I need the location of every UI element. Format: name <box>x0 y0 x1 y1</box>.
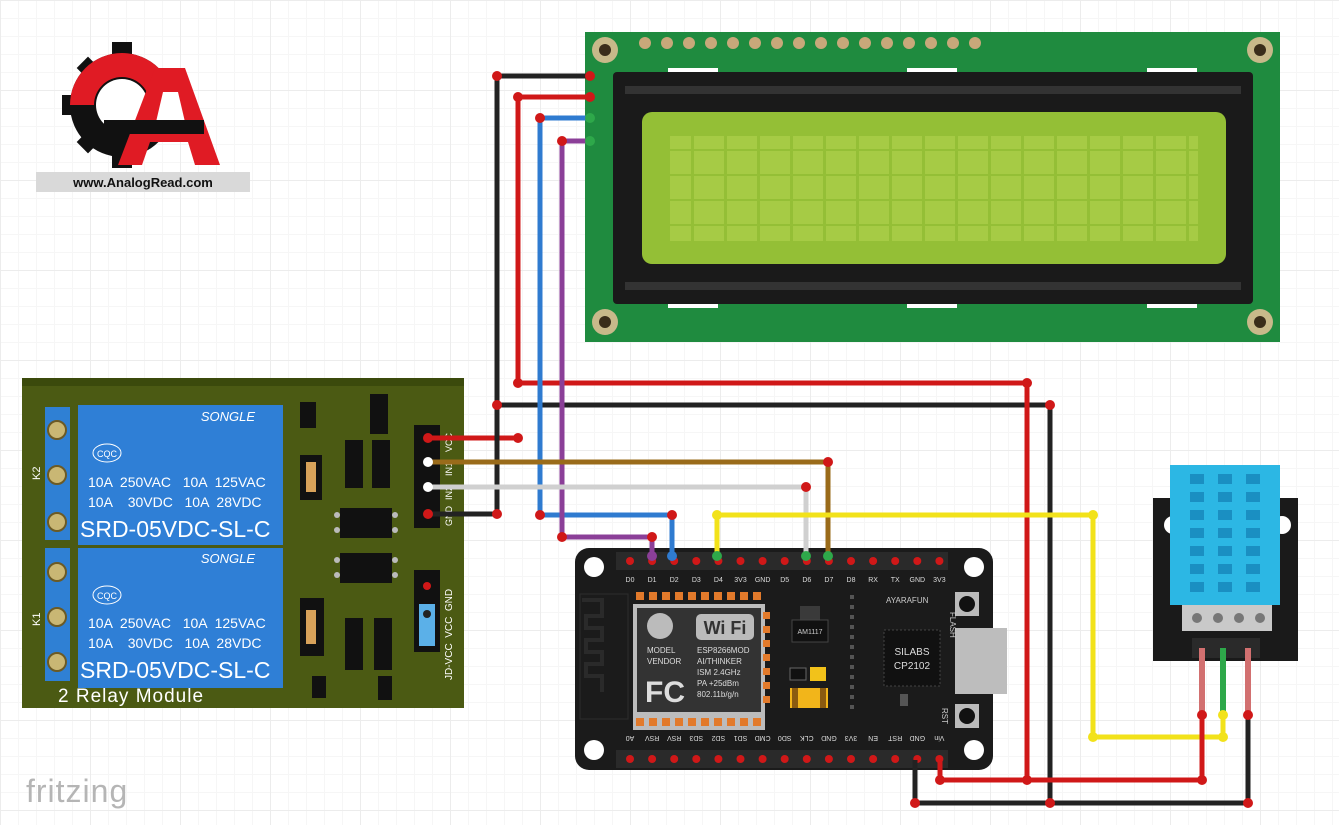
relay-pin-in1: IN1 <box>444 462 454 476</box>
nodemcu-bottom-pin-label: RSV <box>667 734 682 741</box>
nodemcu-top-pin-label: TX <box>891 577 900 584</box>
flash-button-label: FLASH <box>948 612 957 638</box>
nodemcu-top-pin-label: D2 <box>670 577 679 584</box>
nodemcu-bottom-pin <box>714 755 723 763</box>
relay-module: K2 K1 SONGLE CQC 10A 250VAC 10A 125VAC 1… <box>22 378 464 708</box>
relay2-rating-1: 10A 250VAC 10A 125VAC <box>88 474 266 490</box>
nodemcu-bottom-pin <box>626 755 634 763</box>
wire-relay-in2 <box>428 484 809 556</box>
nodemcu-top-pin <box>780 557 789 565</box>
fcc-logo: FC <box>645 676 685 709</box>
esp-wifi-std: 802.11b/g/n <box>697 690 739 699</box>
esp-pa: PA +25dBm <box>697 679 739 688</box>
analogread-logo: www.AnalogRead.com <box>36 42 250 192</box>
nodemcu-bottom-pin-label: RSV <box>645 734 660 741</box>
relay2-cert: CQC <box>97 449 118 459</box>
nodemcu-bottom-pin-label: GND <box>910 734 926 741</box>
esp-ism: ISM 2.4GHz <box>697 668 741 677</box>
relay-pin-in2: IN2 <box>444 486 454 500</box>
nodemcu-bottom-pin-label: SD1 <box>734 734 748 741</box>
nodemcu-bottom-pin <box>648 755 657 763</box>
nodemcu-top-pin <box>913 557 922 565</box>
relay2-model: SRD-05VDC-SL-C <box>80 516 270 542</box>
nodemcu-top-pin-label: 3V3 <box>933 577 946 584</box>
nodemcu-bottom-pin <box>869 755 878 763</box>
nodemcu-bottom-pin-label: EN <box>868 734 878 741</box>
nodemcu-bottom-pin <box>736 755 745 763</box>
wire-relay-in1 <box>428 459 831 556</box>
nodemcu-top-pin-label: D8 <box>847 577 856 584</box>
nodemcu-bottom-pin-label: A0 <box>626 734 635 741</box>
wire-dht-vcc-link <box>1027 715 1205 783</box>
nodemcu-top-pin-label: D5 <box>780 577 789 584</box>
nodemcu-bottom-pin <box>780 755 789 763</box>
nodemcu-bottom-pin <box>802 755 811 763</box>
nodemcu-top-pin <box>692 557 701 565</box>
nodemcu-top-pin-label: D4 <box>714 577 723 584</box>
nodemcu-bottom-pin-label: CLK <box>800 734 814 741</box>
nodemcu-top-pin-label: D3 <box>692 577 701 584</box>
relay-module-title: 2 Relay Module <box>58 686 204 707</box>
wire-dht-gnd-link <box>1050 715 1251 806</box>
nodemcu-bottom-pin <box>758 755 767 763</box>
nodemcu-top-pin-label: RX <box>868 577 878 584</box>
nodemcu-bottom-pin <box>847 755 855 763</box>
nodemcu-top-pin <box>891 557 900 565</box>
nodemcu-top-pin <box>758 557 767 565</box>
relay1-brand: SONGLE <box>201 551 256 566</box>
nodemcu-top-pin <box>847 557 855 565</box>
nodemcu-top-pin <box>736 557 745 565</box>
nodemcu-top-pin-label: D0 <box>626 577 635 584</box>
nodemcu-bottom-pin <box>670 755 679 763</box>
relay2-brand: SONGLE <box>201 409 256 424</box>
relay1-cert: CQC <box>97 591 118 601</box>
relay-pin-vcc: VCC <box>444 432 454 452</box>
wiring <box>423 71 1253 808</box>
nodemcu-top-pin-label: GND <box>910 577 926 584</box>
nodemcu-bottom-pin-label: 3V3 <box>845 734 858 741</box>
nodemcu-bottom-pin-label: GND <box>821 734 837 741</box>
relay-jumper-label: JD-VCC VCC GND <box>444 589 455 680</box>
nodemcu-top-pin <box>935 557 944 565</box>
wifi-logo: Wi Fi <box>704 618 747 638</box>
nodemcu-top-pin <box>869 557 878 565</box>
relay1-model: SRD-05VDC-SL-C <box>80 657 270 683</box>
relay2-rating-2: 10A 30VDC 10A 28VDC <box>88 494 262 510</box>
nodemcu-top-pin-label: D6 <box>802 577 811 584</box>
esp-vendor: AI/THINKER <box>697 657 742 666</box>
logo-website: www.AnalogRead.com <box>72 175 213 190</box>
nodemcu-top-pin-label: GND <box>755 577 771 584</box>
lcd-16x2-display <box>585 32 1280 342</box>
relay1-rating-2: 10A 30VDC 10A 28VDC <box>88 635 262 651</box>
nodemcu-bottom-pin <box>891 755 900 763</box>
rst-button-label: RST <box>940 708 949 724</box>
nodemcu-bottom-pin-label: CMD <box>755 734 771 741</box>
esp-model: ESP8266MOD <box>697 646 750 655</box>
nodemcu-bottom-pin <box>824 755 833 763</box>
nodemcu-top-pin-label: D7 <box>824 577 833 584</box>
nodemcu-bottom-pin-label: RST <box>887 734 902 741</box>
nodemcu-top-pin-label: D1 <box>648 577 657 584</box>
relay1-rating-1: 10A 250VAC 10A 125VAC <box>88 615 266 631</box>
regulator-label: AM1117 <box>797 629 822 636</box>
usb-chip-line1: SILABS <box>894 647 929 658</box>
esp-model-label: MODEL <box>647 646 676 655</box>
usb-chip-line2: CP2102 <box>894 661 931 672</box>
nodemcu-bottom-pin <box>692 755 701 763</box>
dht11-sensor <box>1153 465 1298 661</box>
relay-k1-label: K1 <box>31 613 43 626</box>
nodemcu-bottom-pin-label: SD0 <box>778 734 792 741</box>
nodemcu-bottom-pin-label: Vin <box>934 734 944 741</box>
nodemcu-top-pin <box>626 557 634 565</box>
esp-vendor-label: VENDOR <box>647 657 681 666</box>
relay-k2-label: K2 <box>31 467 43 480</box>
board-brand: AYARAFUN <box>886 596 929 605</box>
nodemcu-bottom-pin-label: SD2 <box>711 734 725 741</box>
fritzing-watermark: fritzing <box>26 773 128 809</box>
nodemcu-bottom-pin-label: SD3 <box>689 734 703 741</box>
nodemcu-top-pin-label: 3V3 <box>734 577 747 584</box>
